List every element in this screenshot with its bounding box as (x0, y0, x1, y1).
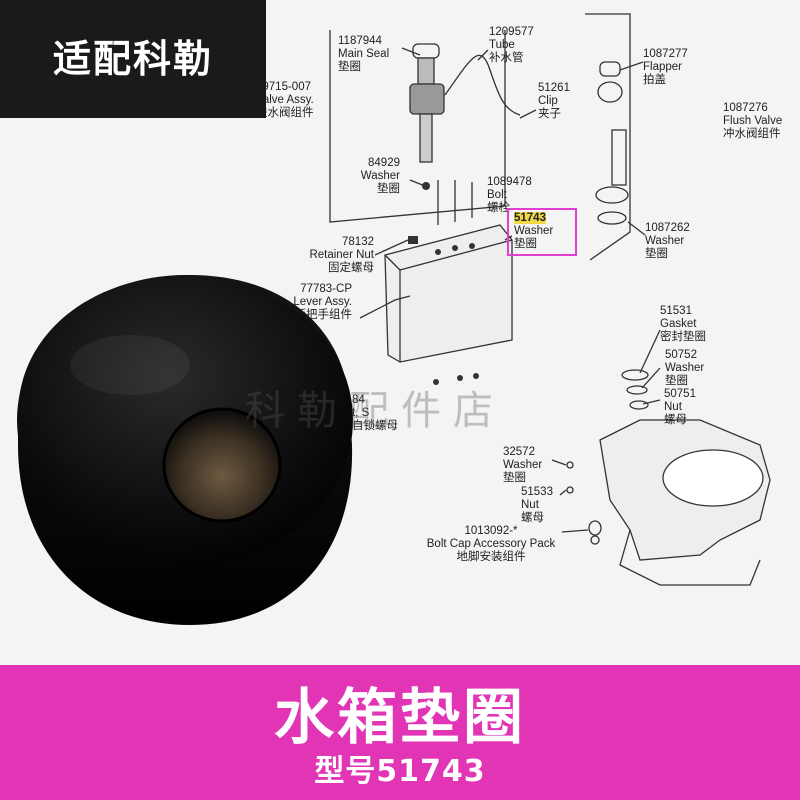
model-number: 型号51743 (314, 754, 486, 789)
highlight-frame (507, 208, 577, 256)
washer-photo (17, 275, 353, 625)
title-banner: 水箱垫圈 型号51743 (0, 665, 800, 800)
watermark-text: 科勒配件店 (245, 388, 505, 434)
product-title: 水箱垫圈 (274, 683, 526, 753)
compat-badge: 适配科勒 (0, 0, 266, 118)
